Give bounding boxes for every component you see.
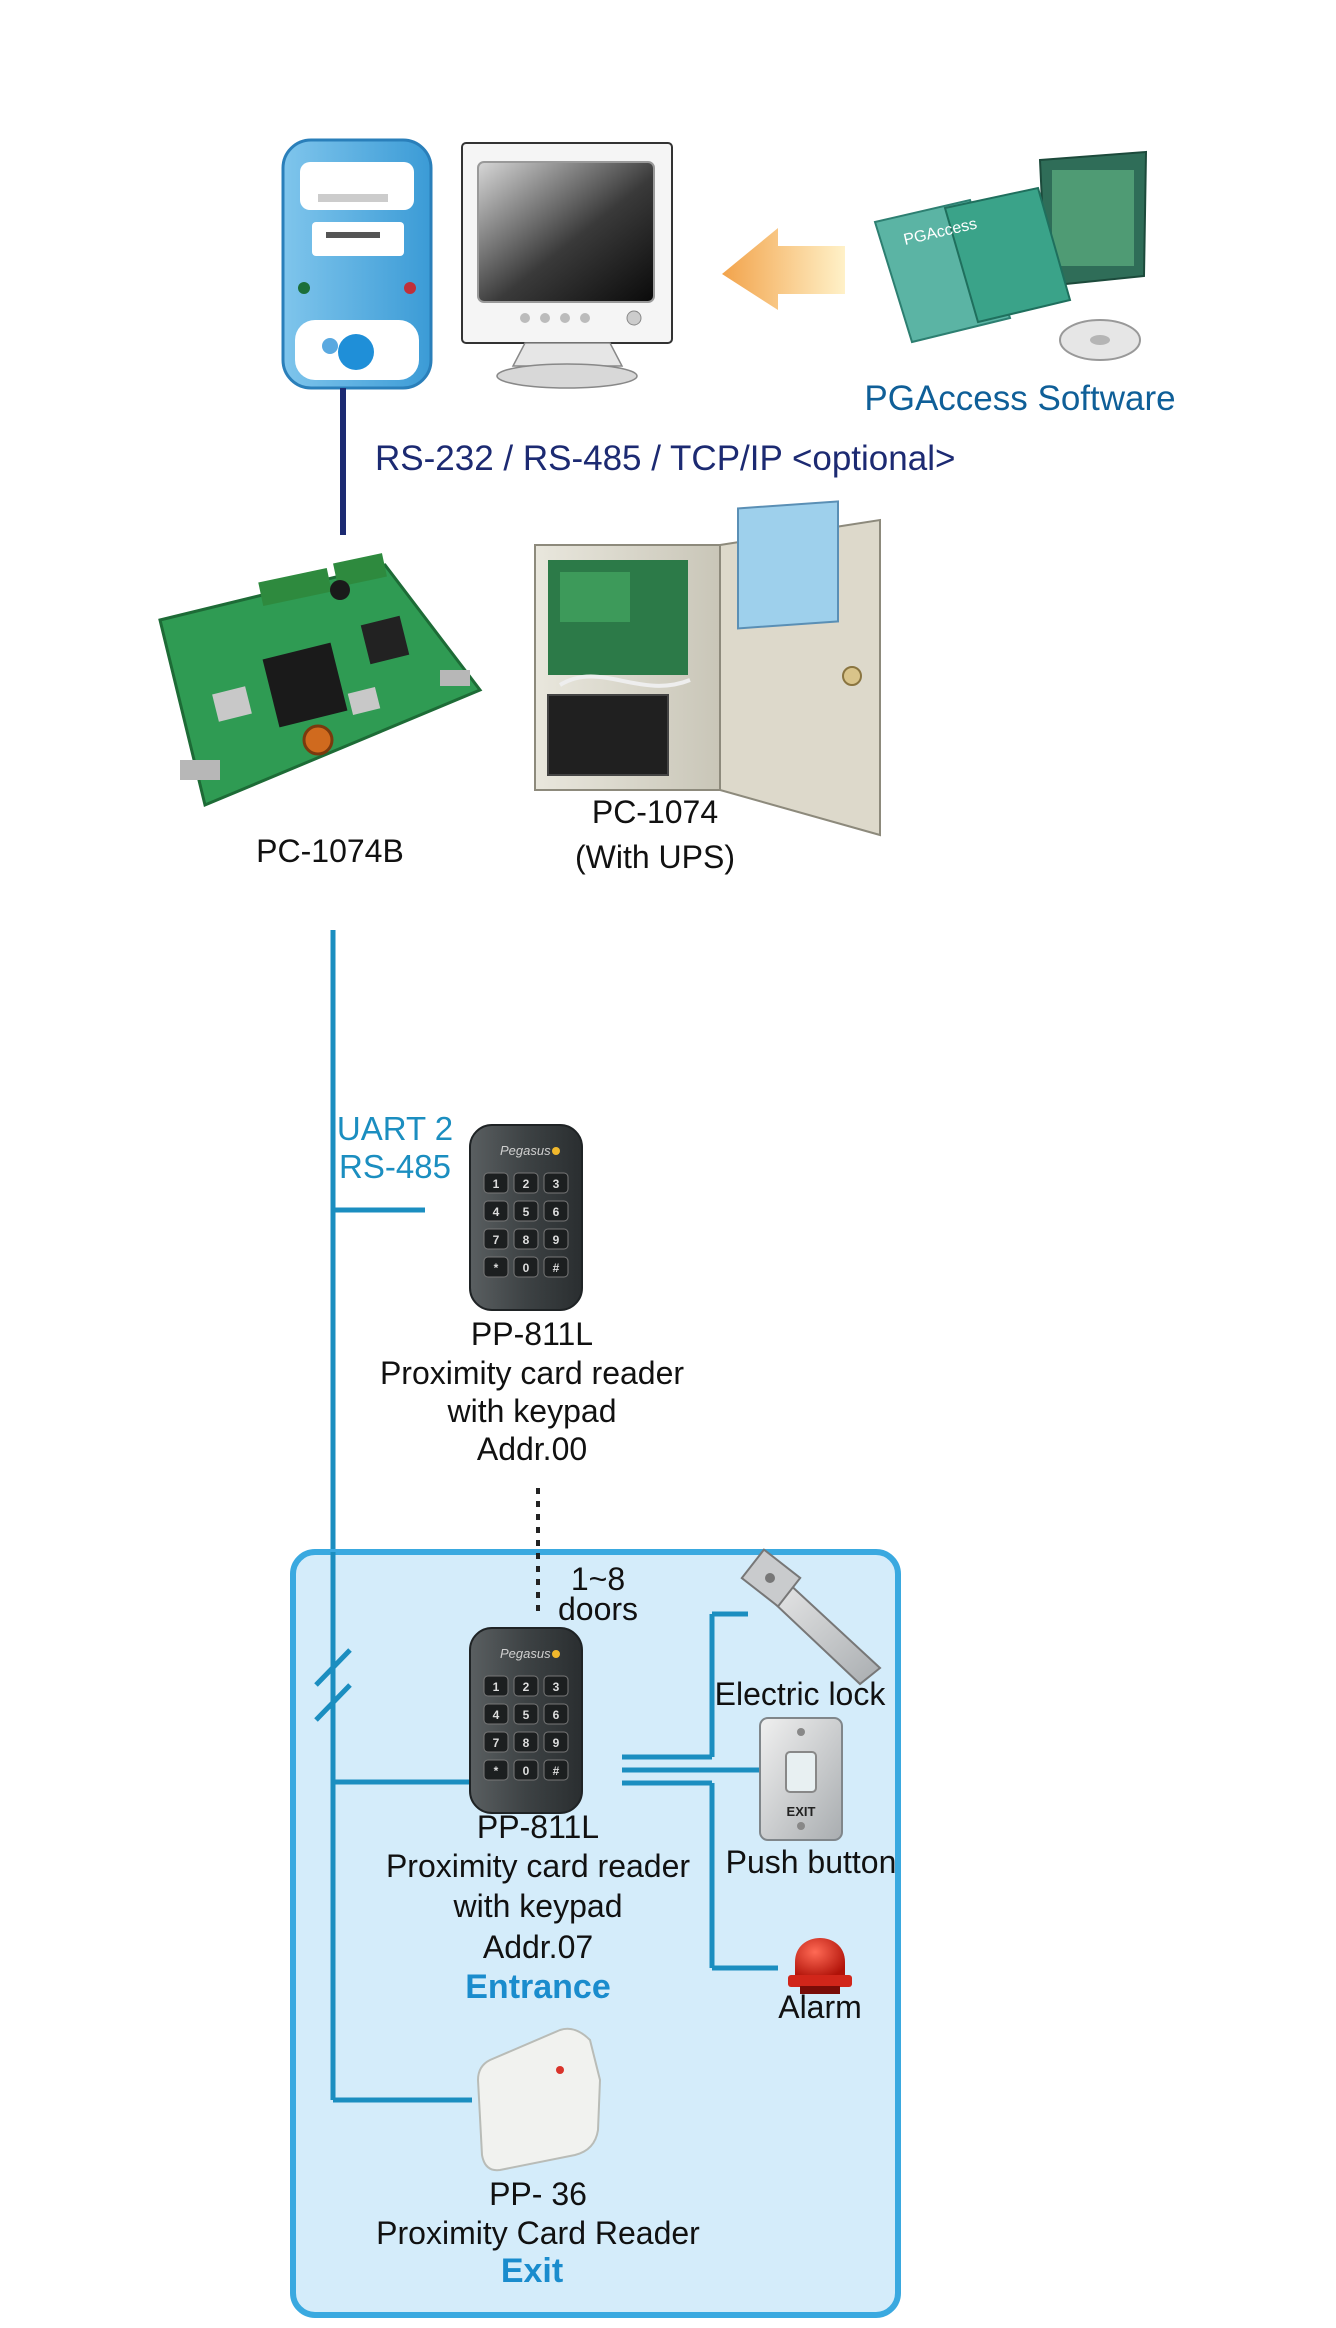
- reader-addr00-address: Addr.00: [477, 1431, 587, 1467]
- keypad-key-label: 8: [523, 1233, 530, 1247]
- software-package-icon: PGAccess: [873, 150, 1148, 361]
- electric-lock-icon: [740, 1548, 882, 1686]
- reader-addr00-desc: Proximity card reader: [380, 1355, 684, 1391]
- reader-exit-desc: Proximity Card Reader: [376, 2215, 700, 2251]
- bus-label-uart: UART 2: [337, 1110, 453, 1147]
- keypad-key-label: 6: [553, 1708, 560, 1722]
- keypad-key-label: #: [553, 1764, 560, 1778]
- keypad-key: [513, 1703, 539, 1725]
- keypad-key: [543, 1228, 569, 1250]
- doors-label: doors: [558, 1591, 638, 1627]
- reader-exit-model: PP- 36: [489, 2176, 587, 2212]
- electric-lock-label: Electric lock: [715, 1676, 887, 1712]
- keypad-key: [483, 1172, 509, 1194]
- reader-addr07-desc: Proximity card reader: [386, 1848, 690, 1884]
- reader-addr07-model: PP-811L: [477, 1809, 599, 1845]
- keypad-key: [543, 1703, 569, 1725]
- doors-count: 1~8: [571, 1561, 625, 1597]
- connection-label: RS-232 / RS-485 / TCP/IP <optional>: [375, 439, 955, 478]
- pc-tower-icon: [281, 138, 433, 390]
- keypad-reader-entrance-icon: Pegasus 1 2 3 4 5 6 7 8 9 * 0 #: [469, 1627, 583, 1814]
- keypad-key: [513, 1675, 539, 1697]
- keypad-key: [543, 1731, 569, 1753]
- pc-workstation: [281, 138, 673, 390]
- bus-label-rs485: RS-485: [339, 1148, 451, 1185]
- entrance-label: Entrance: [465, 1968, 611, 2006]
- keypad-key-label: 8: [523, 1736, 530, 1750]
- monitor-icon: [461, 142, 673, 389]
- controller-label-pc1074-ups: (With UPS): [575, 839, 735, 875]
- keypad-key-label: *: [494, 1764, 499, 1778]
- keypad-key: [543, 1172, 569, 1194]
- keypad-key: [513, 1731, 539, 1753]
- keypad-key-label: #: [553, 1261, 560, 1275]
- reader-addr00-keypad: with keypad: [447, 1393, 617, 1429]
- keypad-key: [513, 1228, 539, 1250]
- reader-addr07-address: Addr.07: [483, 1929, 593, 1965]
- keypad-key-label: 5: [523, 1205, 530, 1219]
- keypad-key-label: 6: [553, 1205, 560, 1219]
- reader-addr00-model: PP-811L: [471, 1316, 593, 1352]
- keypad-key-label: 9: [553, 1736, 560, 1750]
- keypad-key: [513, 1759, 539, 1781]
- keypad-key: [513, 1200, 539, 1222]
- push-button-icon: EXIT: [759, 1717, 843, 1841]
- keypad-key: [483, 1703, 509, 1725]
- keypad-key: [513, 1172, 539, 1194]
- keypad-key: [483, 1256, 509, 1278]
- software-label: PGAccess Software: [864, 379, 1175, 418]
- keypad-key-label: *: [494, 1261, 499, 1275]
- controller-cabinet-icon: [534, 500, 881, 837]
- proximity-reader-exit-icon: [476, 2027, 602, 2172]
- keypad-key: [543, 1256, 569, 1278]
- alarm-label: Alarm: [778, 1989, 862, 2025]
- controller-label-pc1074b: PC-1074B: [256, 833, 404, 869]
- keypad-key: [543, 1759, 569, 1781]
- keypad-key-label: 1: [493, 1680, 500, 1694]
- keypad-key: [483, 1228, 509, 1250]
- controller-label-pc1074: PC-1074: [592, 794, 718, 830]
- rs485-bus-inner: [314, 1552, 472, 2103]
- keypad-key-label: 3: [553, 1680, 560, 1694]
- keypad-key-label: 3: [553, 1177, 560, 1191]
- keypad-key-label: 2: [523, 1680, 530, 1694]
- keypad-key: [543, 1675, 569, 1697]
- exit-label: Exit: [501, 2252, 563, 2290]
- keypad-key-label: 9: [553, 1233, 560, 1247]
- data-flow-arrow-icon: [722, 228, 845, 310]
- keypad-key-label: 4: [493, 1205, 500, 1219]
- keypad-key: [483, 1200, 509, 1222]
- push-button-label: Push button: [726, 1844, 897, 1880]
- keypad-key-label: 7: [493, 1233, 500, 1247]
- keypad-key-label: 4: [493, 1708, 500, 1722]
- keypad-key: [513, 1256, 539, 1278]
- keypad-reader-icon: Pegasus 1 2 3 4 5 6 7 8 9 * 0 #: [469, 1124, 583, 1311]
- keypad-key-label: 0: [523, 1764, 530, 1778]
- keypad-key: [483, 1731, 509, 1753]
- keypad-key-label: 1: [493, 1177, 500, 1191]
- keypad-key-label: 5: [523, 1708, 530, 1722]
- door-group-box: [290, 1549, 901, 2318]
- keypad-key-label: 7: [493, 1736, 500, 1750]
- keypad-key: [483, 1675, 509, 1697]
- reader-brand: Pegasus: [500, 1646, 551, 1661]
- peripheral-wiring: [622, 1611, 778, 1971]
- reader-addr07-keypad: with keypad: [453, 1888, 623, 1924]
- alarm-light-icon: [788, 1938, 852, 1994]
- keypad-key: [483, 1759, 509, 1781]
- reader-brand: Pegasus: [500, 1143, 551, 1158]
- exit-plate-text: EXIT: [787, 1804, 816, 1819]
- keypad-key: [543, 1200, 569, 1222]
- keypad-key-label: 0: [523, 1261, 530, 1275]
- keypad-key-label: 2: [523, 1177, 530, 1191]
- controller-board-icon: [158, 553, 483, 808]
